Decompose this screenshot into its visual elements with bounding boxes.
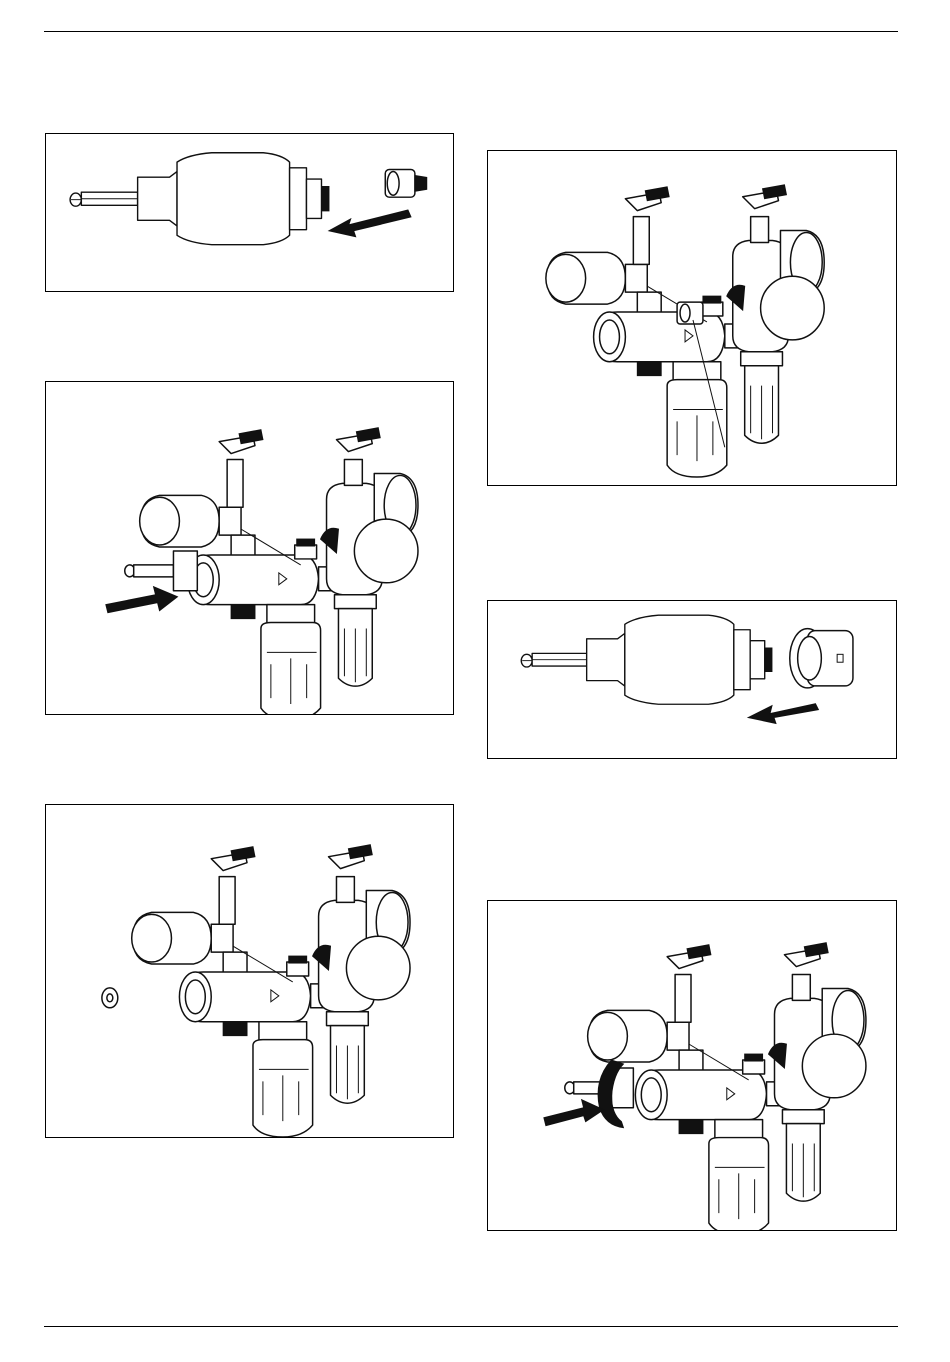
footer-rule bbox=[44, 1326, 898, 1327]
valve-assembly-illustration bbox=[488, 151, 896, 485]
cartridge-illustration bbox=[488, 601, 896, 758]
figure-valve-tool-rotate bbox=[487, 900, 897, 1231]
figure-valve-open-seat bbox=[45, 804, 454, 1138]
valve-assembly-illustration bbox=[46, 805, 453, 1137]
figure-valve-tool-insert bbox=[45, 381, 454, 715]
arrow-left-icon bbox=[329, 210, 411, 237]
arrow-left-icon bbox=[748, 704, 818, 724]
figure-cartridge-removal-top bbox=[45, 133, 454, 292]
figure-cartridge-removal-bottom bbox=[487, 600, 897, 759]
arrow-right-icon bbox=[106, 587, 178, 613]
header-rule bbox=[44, 31, 898, 32]
arrow-right-icon bbox=[544, 1100, 604, 1126]
tool-shaft bbox=[125, 551, 198, 591]
cartridge-illustration bbox=[46, 134, 453, 291]
insert-component bbox=[790, 629, 853, 688]
valve-assembly-illustration bbox=[488, 901, 896, 1230]
figure-valve-detail-callout bbox=[487, 150, 897, 486]
valve-assembly-illustration bbox=[46, 382, 453, 714]
detail-insert bbox=[677, 302, 703, 324]
insert-component bbox=[385, 170, 426, 198]
washer-component bbox=[102, 988, 118, 1008]
